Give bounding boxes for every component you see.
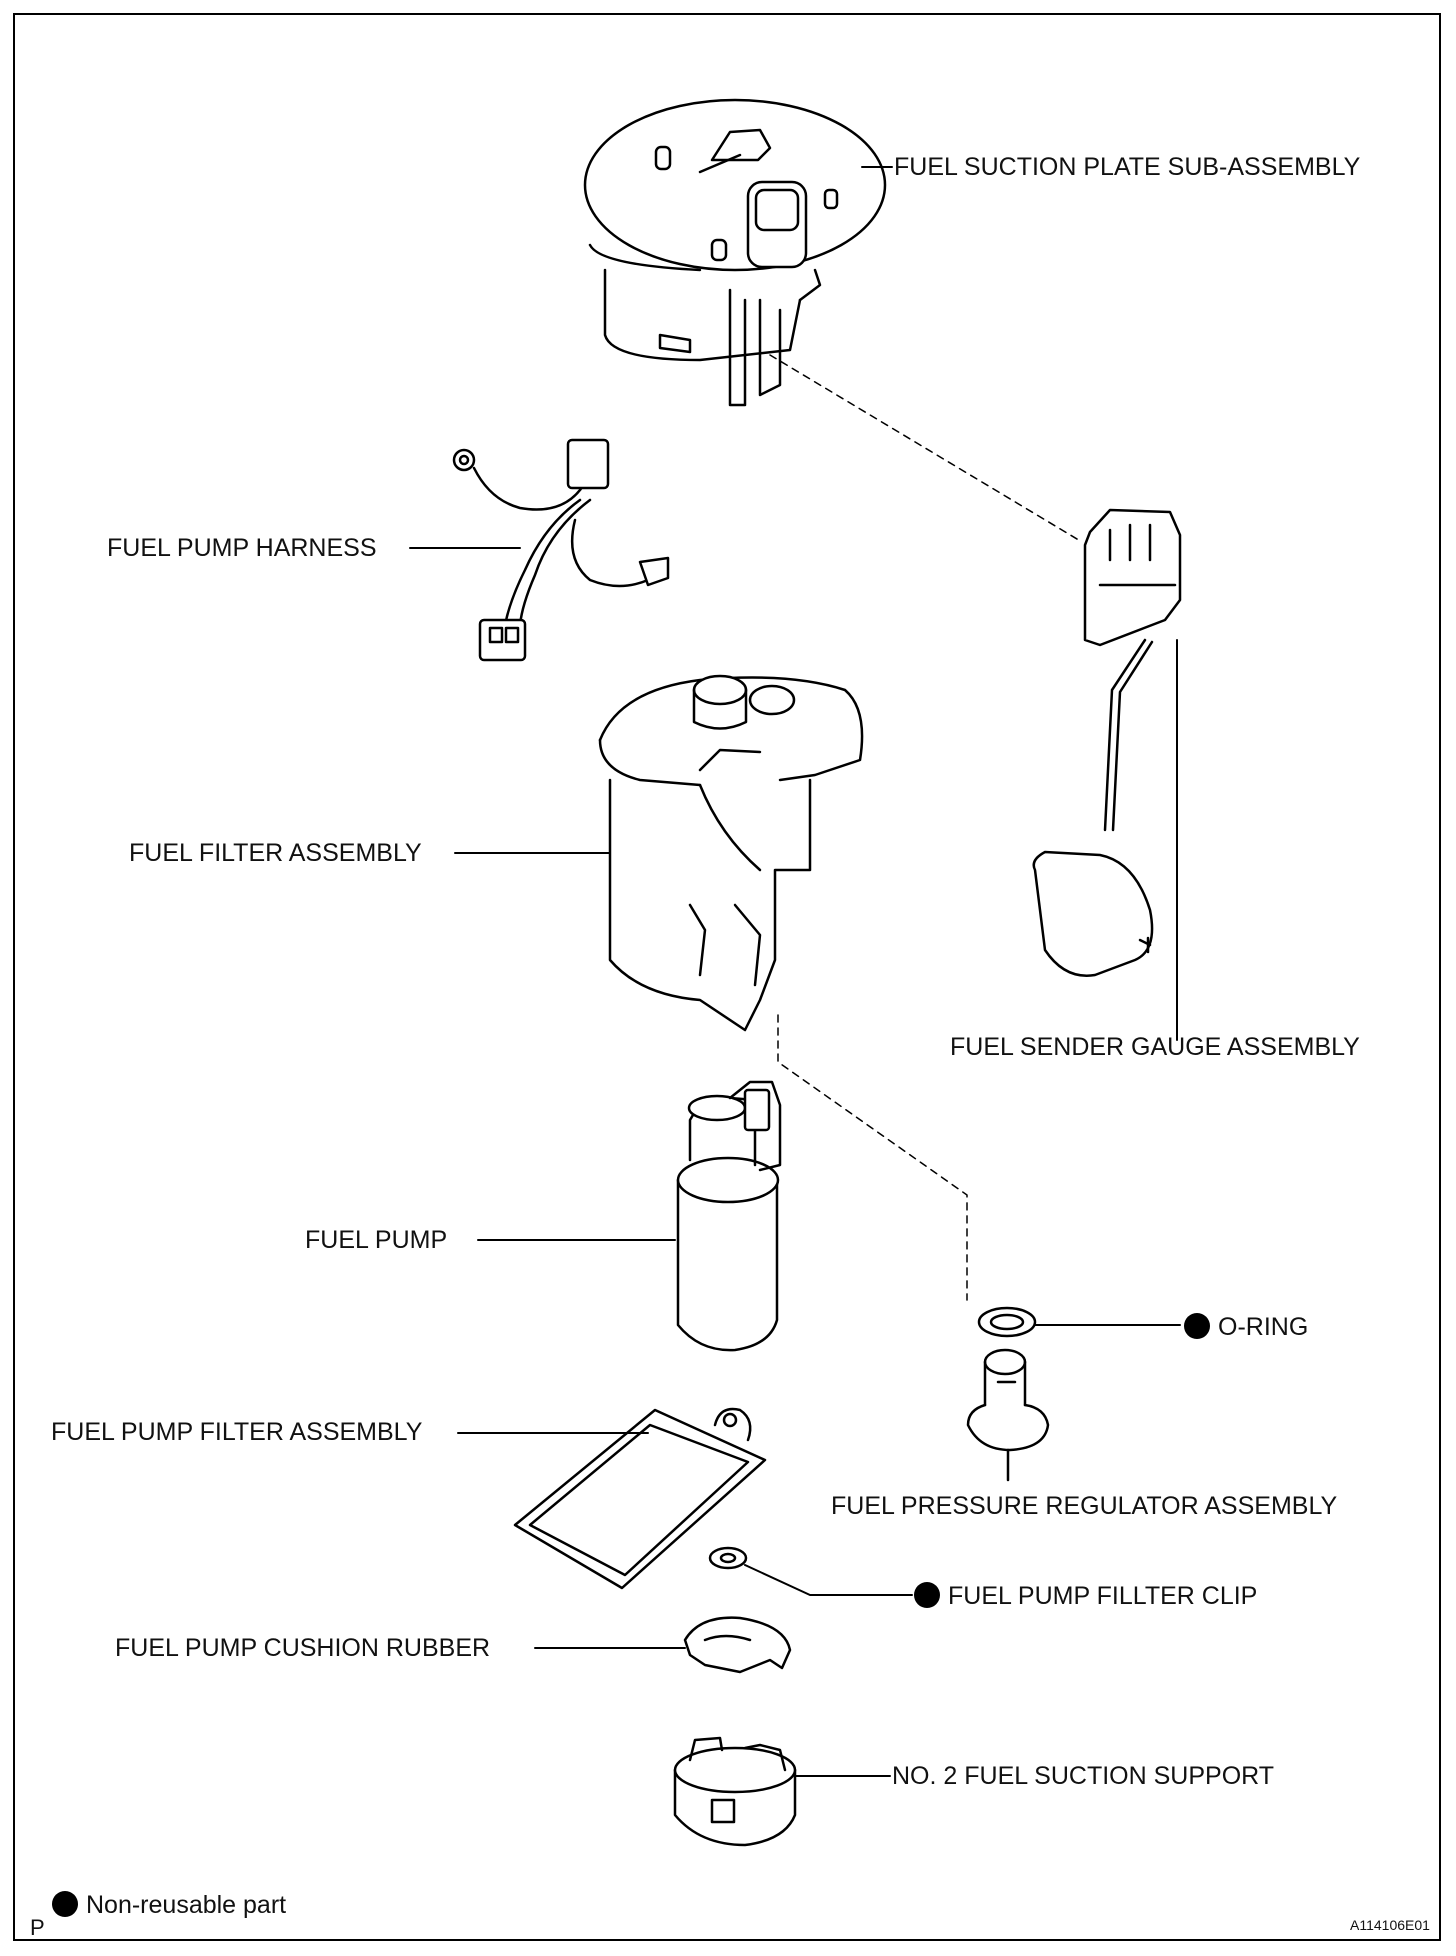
label-fuel-pump-cushion-rubber: FUEL PUMP CUSHION RUBBER xyxy=(115,1634,491,1662)
o-ring-drawing xyxy=(977,1306,1037,1338)
fuel-filter-assembly-drawing xyxy=(598,674,864,1032)
fuel-sender-gauge-drawing xyxy=(1032,508,1182,977)
legend-non-reusable: Non-reusable part xyxy=(52,1891,286,1918)
assembly-guide-dashed-2 xyxy=(777,1014,968,1301)
label-o-ring: O-RING xyxy=(1184,1313,1308,1340)
fuel-pump-filter-clip-drawing xyxy=(708,1546,748,1570)
non-reusable-dot-icon xyxy=(52,1891,78,1917)
non-reusable-dot-icon xyxy=(1184,1313,1210,1339)
fuel-suction-plate-drawing xyxy=(583,98,887,407)
label-fuel-pump-filter-clip-text: FUEL PUMP FILLTER CLIP xyxy=(948,1582,1258,1610)
label-fuel-pump: FUEL PUMP xyxy=(305,1226,448,1254)
label-fuel-filter-assembly: FUEL FILTER ASSEMBLY xyxy=(129,839,422,867)
fuel-pump-drawing xyxy=(676,1080,782,1352)
label-fuel-pump-harness: FUEL PUMP HARNESS xyxy=(107,534,377,562)
diagram-frame xyxy=(13,13,1441,1941)
non-reusable-dot-icon xyxy=(914,1582,940,1608)
corner-mark: P xyxy=(30,1915,45,1940)
label-o-ring-text: O-RING xyxy=(1218,1313,1309,1341)
leader-lines xyxy=(409,166,1181,1777)
fuel-pump-harness-drawing xyxy=(452,438,670,662)
label-fuel-pump-filter-assembly: FUEL PUMP FILTER ASSEMBLY xyxy=(51,1418,423,1446)
label-fuel-sender-gauge: FUEL SENDER GAUGE ASSEMBLY xyxy=(950,1033,1360,1061)
label-fuel-pressure-regulator: FUEL PRESSURE REGULATOR ASSEMBLY xyxy=(831,1492,1338,1520)
fuel-pump-cushion-rubber-drawing xyxy=(683,1616,792,1674)
fuel-pump-filter-drawing xyxy=(513,1407,767,1590)
no2-fuel-suction-support-drawing xyxy=(673,1736,797,1847)
assembly-guide-dashed-1 xyxy=(769,354,1083,543)
label-no2-fuel-suction-support: NO. 2 FUEL SUCTION SUPPORT xyxy=(892,1762,1275,1790)
figure-id: A114106E01 xyxy=(1350,1917,1430,1933)
label-fuel-pump-filter-clip: FUEL PUMP FILLTER CLIP xyxy=(914,1582,1257,1609)
fuel-pressure-regulator-drawing xyxy=(966,1348,1050,1482)
legend-non-reusable-text: Non-reusable part xyxy=(86,1891,287,1919)
label-fuel-suction-plate: FUEL SUCTION PLATE SUB-ASSEMBLY xyxy=(894,153,1361,181)
